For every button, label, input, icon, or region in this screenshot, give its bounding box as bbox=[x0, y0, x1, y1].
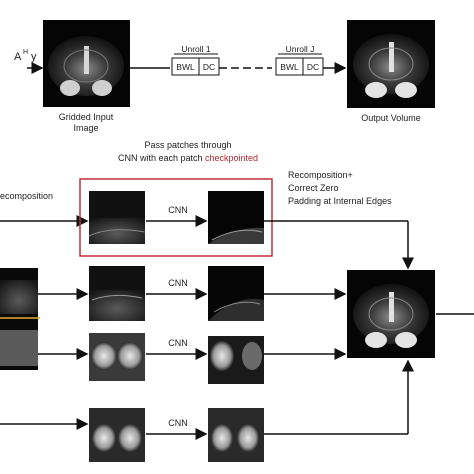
pass-patches-line1: Pass patches through bbox=[144, 140, 231, 150]
output-caption: Output Volume bbox=[361, 113, 421, 123]
checkpoint-box bbox=[79, 178, 273, 257]
pass-patches-line2: CNN with each patch checkpointed bbox=[118, 153, 258, 163]
row-2-output-patch bbox=[208, 266, 264, 321]
gridded-input-image bbox=[43, 20, 130, 107]
row-3-output-patch bbox=[208, 336, 264, 384]
input-symbol-y: y bbox=[31, 51, 37, 63]
recomposition-line2: Correct Zero bbox=[288, 183, 339, 193]
cnn-label: CNN bbox=[168, 338, 188, 348]
dc-label: DC bbox=[203, 62, 215, 72]
dc-label: DC bbox=[307, 62, 319, 72]
input-symbol-h: H bbox=[23, 49, 28, 56]
bwl-label: BWL bbox=[280, 62, 299, 72]
cnn-label: CNN bbox=[168, 418, 188, 428]
row-4-input-patch bbox=[89, 408, 145, 462]
output-volume-image bbox=[347, 20, 435, 108]
recomposition-line3: Padding at Internal Edges bbox=[288, 196, 392, 206]
unroll-1-label: Unroll 1 bbox=[181, 44, 211, 54]
input-symbol-a: A bbox=[14, 51, 22, 63]
row-4-output-patch bbox=[208, 408, 264, 462]
recomposed-volume-image bbox=[347, 270, 435, 358]
cnn-label: CNN bbox=[168, 278, 188, 288]
unroll-j-label: Unroll J bbox=[286, 44, 315, 54]
row-1-input-patch bbox=[88, 191, 146, 244]
row-2-input-patch bbox=[89, 266, 145, 321]
dc-block bbox=[302, 57, 324, 76]
decomposition-label: ecomposition bbox=[0, 191, 53, 201]
decomposition-source-image bbox=[0, 268, 40, 370]
recomposition-line1: Recomposition+ bbox=[288, 170, 353, 180]
bwl-label: BWL bbox=[176, 62, 195, 72]
row-3-input-patch bbox=[89, 333, 145, 381]
row-1-output-patch bbox=[208, 191, 264, 244]
input-caption-line2: Image bbox=[73, 123, 98, 133]
input-caption-line1: Gridded Input bbox=[59, 112, 114, 122]
cnn-label: CNN bbox=[168, 205, 188, 215]
dc-block bbox=[198, 57, 220, 76]
